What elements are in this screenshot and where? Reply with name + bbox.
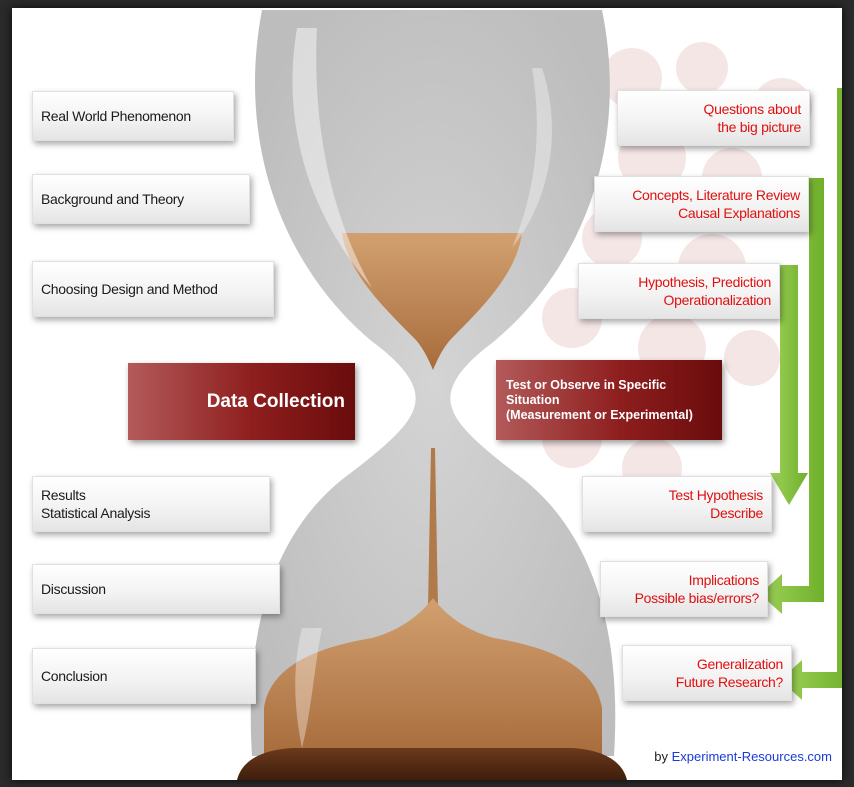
data-collection-box: Data Collection <box>128 363 355 440</box>
test-label: Situation <box>506 392 560 407</box>
step-background-theory: Background and Theory <box>32 174 250 224</box>
step-results-analysis: Results Statistical Analysis <box>32 476 270 532</box>
step-label: Possible bias/errors? <box>634 590 760 606</box>
test-label: Test or Observe in Specific <box>506 377 667 392</box>
step-label: Hypothesis, Prediction <box>638 274 771 290</box>
step-label: Future Research? <box>675 674 784 690</box>
step-conclusion: Conclusion <box>32 648 256 704</box>
step-label: Real World Phenomenon <box>41 108 191 124</box>
step-design-method: Choosing Design and Method <box>32 261 274 317</box>
sand-top <box>342 233 522 370</box>
step-label: Causal Explanations <box>678 205 800 221</box>
step-big-picture-questions: Questions about the big picture <box>617 90 810 146</box>
arrow-inner <box>770 265 808 505</box>
credit-site-link[interactable]: Experiment-Resources.com <box>671 749 832 764</box>
step-hypothesis-prediction: Hypothesis, Prediction Operationalizatio… <box>578 263 780 319</box>
step-label: Results <box>41 487 86 503</box>
test-observe-box: Test or Observe in Specific Situation (M… <box>496 360 722 440</box>
step-label: Generalization <box>696 656 783 672</box>
step-concepts-literature: Concepts, Literature Review Causal Expla… <box>594 176 809 232</box>
step-real-world-phenomenon: Real World Phenomenon <box>32 91 234 141</box>
step-label: Discussion <box>41 581 106 597</box>
step-label: Operationalization <box>663 292 772 308</box>
step-label: Choosing Design and Method <box>41 281 218 297</box>
diagram-frame: Real World Phenomenon Background and The… <box>12 8 842 780</box>
credit-by: by <box>654 749 668 764</box>
step-generalization: Generalization Future Research? <box>622 645 792 701</box>
hourglass-base <box>237 748 627 780</box>
step-label: Describe <box>710 505 763 521</box>
step-implications: Implications Possible bias/errors? <box>600 561 768 617</box>
credit-line: by Experiment-Resources.com <box>654 749 832 764</box>
step-label: Conclusion <box>41 668 108 684</box>
step-label: Questions about <box>703 101 802 117</box>
step-label: Background and Theory <box>41 191 184 207</box>
arrow-middle <box>760 178 824 614</box>
glass-highlight <box>295 628 322 748</box>
step-label: Test Hypothesis <box>668 487 764 503</box>
glass-highlight <box>512 68 552 248</box>
step-label: Implications <box>688 572 760 588</box>
step-label: the big picture <box>717 119 802 135</box>
test-label: (Measurement or Experimental) <box>506 407 693 422</box>
hourglass-glass <box>250 10 616 756</box>
sand-bottom <box>264 598 602 756</box>
step-test-hypothesis: Test Hypothesis Describe <box>582 476 772 532</box>
step-discussion: Discussion <box>32 564 280 614</box>
step-label: Statistical Analysis <box>41 505 151 521</box>
sand-stream <box>428 448 438 608</box>
glass-highlight <box>292 28 372 288</box>
feedback-arrows <box>760 88 842 700</box>
data-collection-label: Data Collection <box>206 390 345 412</box>
step-label: Concepts, Literature Review <box>632 187 800 203</box>
